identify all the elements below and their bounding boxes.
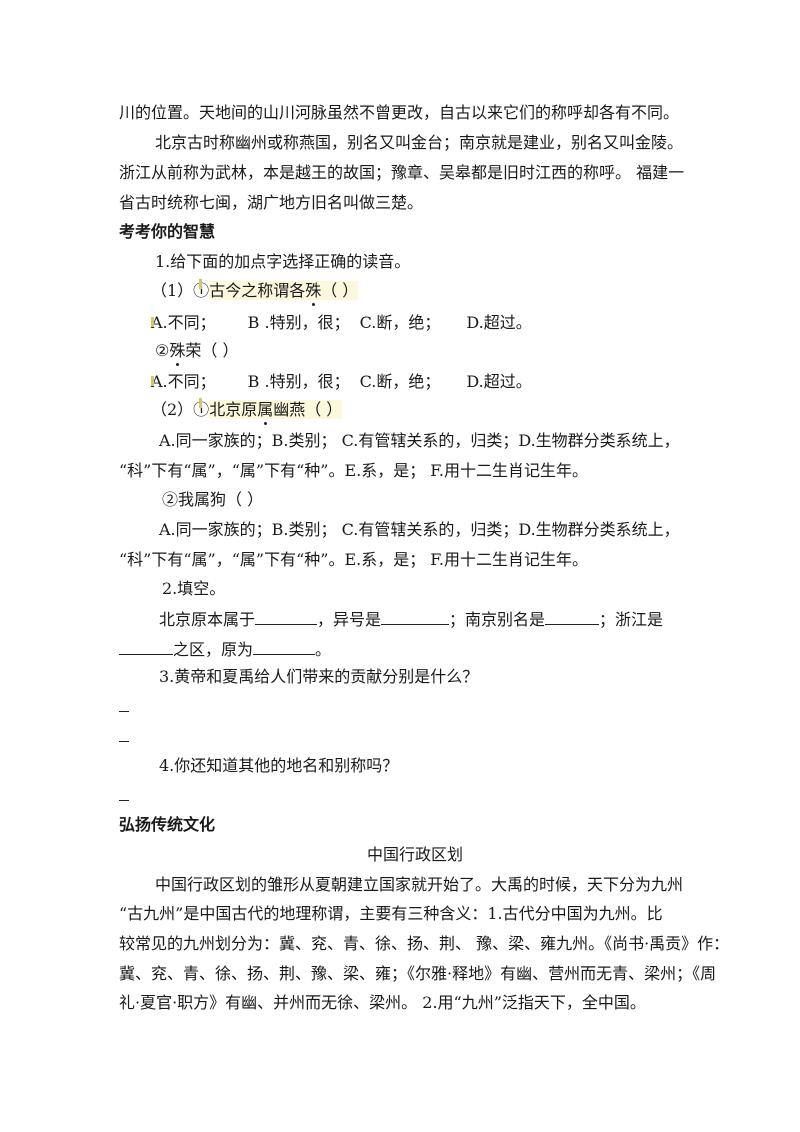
section-heading-quiz: 考考你的智慧 [119,222,216,241]
q1-options-1: A.不同； B .特别，很； C.断，绝； D.超过。 [151,313,532,333]
dotted-char: 属 [257,400,274,425]
q2-text: ，异号是 [317,610,382,629]
q1-options-2: A.不同； B .特别，很； C.断，绝； D.超过。 [151,372,532,392]
article-line-5: 礼·夏官·职方》有幽、并州而无徐、梁州。 2.用“九州”泛指天下，全中国。 [119,993,646,1012]
q1-part4-line[interactable]: ②我属狗（ ） [162,490,264,509]
fill-blank-5[interactable] [253,638,316,655]
q2-text: 北京原本属于 [159,610,256,629]
q2-text: ；南京别名是 [449,610,546,629]
fill-blank-1[interactable] [255,608,318,625]
edit-caret-mark [151,376,154,386]
q2-fill-line-2: 之区，原为 。 [119,638,331,660]
fill-blank-2[interactable] [381,608,450,625]
q1-part1-prefix: （1）① [151,281,210,300]
q1-stem: 1.给下面的加点字选择正确的读音。 [155,252,411,271]
q2-stem: 2.填空。 [162,579,226,598]
article-title: 中国行政区划 [367,845,464,864]
intro-line-1: 川的位置。天地间的山川河脉虽然不曾更改，自古以来它们的称呼却各有不同。 [119,103,680,122]
q3-text: 3.黄帝和夏禹给人们带来的贡献分别是什么？ [159,667,479,686]
fill-blank-3[interactable] [545,608,600,625]
section-heading-culture: 弘扬传统文化 [119,815,216,834]
dotted-char: 殊 [169,341,186,366]
intro-para2-line-1: 北京古时称幽州或称燕国，别名又叫金台；南京就是建业，别名又叫金陵。 [155,133,684,152]
q2-text: 。 [315,640,332,659]
q1-part2-text[interactable]: 荣（ ） [185,341,239,360]
article-line-1: 中国行政区划的雏形从夏朝建立国家就开始了。大禹的时候，天下分为九州 [155,875,684,894]
q1-part3-highlight: 北京原属幽燕（ ） [209,400,343,425]
q2-text: 之区，原为 [173,640,254,659]
q1-part3-answer-blank[interactable]: 幽燕（ ） [273,400,343,419]
option-b: B .特别，很； [247,313,350,332]
option-c: C.断，绝； [359,313,441,332]
q1-part2-prefix: ② [155,341,170,360]
q1-options-4-line-2: “科”下有“属”，“属”下有“种”。E.系，是； F.用十二生肖记生年。 [119,550,588,569]
edit-caret-mark [151,317,154,327]
q1-part1-text: 古今之称谓各 [209,281,306,300]
q1-options-3-line-1: A.同一家族的；B.类别； C.有管辖关系的，归类；D.生物群分类系统上， [159,431,680,450]
q4-text: 4.你还知道其他的地名和别称吗？ [159,756,399,775]
q1-part1-answer-blank[interactable]: （ ） [321,281,359,300]
option-d: D.超过。 [466,313,532,332]
edit-caret-mark [199,279,202,289]
answer-line[interactable] [119,741,129,742]
article-line-4: 冀、兖、青、徐、扬、荆、豫、梁、雍；《尔雅·释地》有幽、营州而无青、梁州；《周 [119,964,717,983]
q1-part3-text: 北京原 [209,400,258,419]
dotted-char: 殊 [305,281,322,306]
q1-options-3-line-2: “科”下有“属”，“属”下有“种”。E.系，是； F.用十二生肖记生年。 [119,461,588,480]
q1-part1-highlight: 古今之称谓各殊（ ） [209,281,359,306]
q1-part3-line: （2）①北京原属幽燕（ ） [151,400,343,425]
intro-para2-line-3: 省古时统称七闽，湖广地方旧名叫做三楚。 [119,193,424,212]
edit-caret-mark [199,398,202,408]
option-a: A.不同； [151,372,216,391]
option-c: C.断，绝； [359,372,441,391]
q1-options-4-line-1: A.同一家族的；B.类别； C.有管辖关系的，归类；D.生物群分类系统上， [159,520,680,539]
q1-part2-line: ②殊荣（ ） [155,341,239,366]
fill-blank-4[interactable] [119,638,173,655]
article-line-3: 较常见的九州划分为：冀、兖、青、徐、扬、荆、 豫、梁、雍九州。《尚书·禹贡》作： [119,934,730,953]
q2-text: ；浙江是 [599,610,664,629]
q1-part1-line: （1）①古今之称谓各殊（ ） [151,281,359,306]
q2-fill-line-1: 北京原本属于 ，异号是 ；南京别名是 ；浙江是 [159,608,663,630]
option-b: B .特别，很； [247,372,350,391]
option-d: D.超过。 [466,372,532,391]
answer-line[interactable] [119,711,129,712]
q1-part3-prefix: （2）① [151,400,210,419]
option-a: A.不同； [151,313,216,332]
answer-line[interactable] [119,800,129,801]
intro-para2-line-2: 浙江从前称为武林，本是越王的故国；豫章、吴皋都是旧时江西的称呼。 福建一 [119,163,685,182]
article-line-2: “古九州”是中国古代的地理称谓，主要有三种含义：1.古代分中国为九州。比 [119,904,663,923]
